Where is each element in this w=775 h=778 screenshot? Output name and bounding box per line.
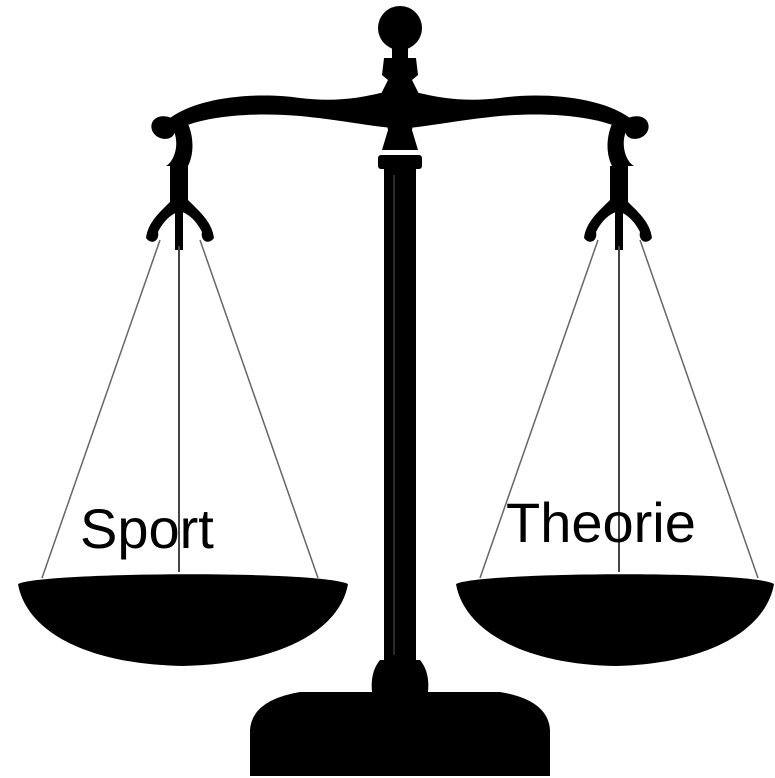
right-hook-drop [615,210,623,250]
right-pan [456,574,774,666]
right-pan-label: Theorie [506,491,696,554]
column-shaft [384,165,416,665]
scale-finial [378,6,422,150]
left-string-inner [200,240,318,578]
base-foot [250,692,550,776]
finial-neck [392,46,408,58]
left-hook-drop [175,210,183,250]
finial-knob [378,6,422,50]
right-hook-stem [610,166,628,202]
left-hook-stem [170,166,188,202]
left-pan-assembly: Sport [18,240,348,666]
right-scroll [608,116,649,166]
column-cap [378,155,422,169]
scale-column [378,155,422,665]
left-pan-label: Sport [80,497,214,560]
left-pan [18,574,348,666]
right-pan-assembly: Theorie [456,240,774,666]
left-scroll [151,116,192,166]
scale-base [250,660,550,776]
right-hanger [584,116,652,250]
left-hanger [146,116,214,250]
scale-beam [170,90,630,132]
